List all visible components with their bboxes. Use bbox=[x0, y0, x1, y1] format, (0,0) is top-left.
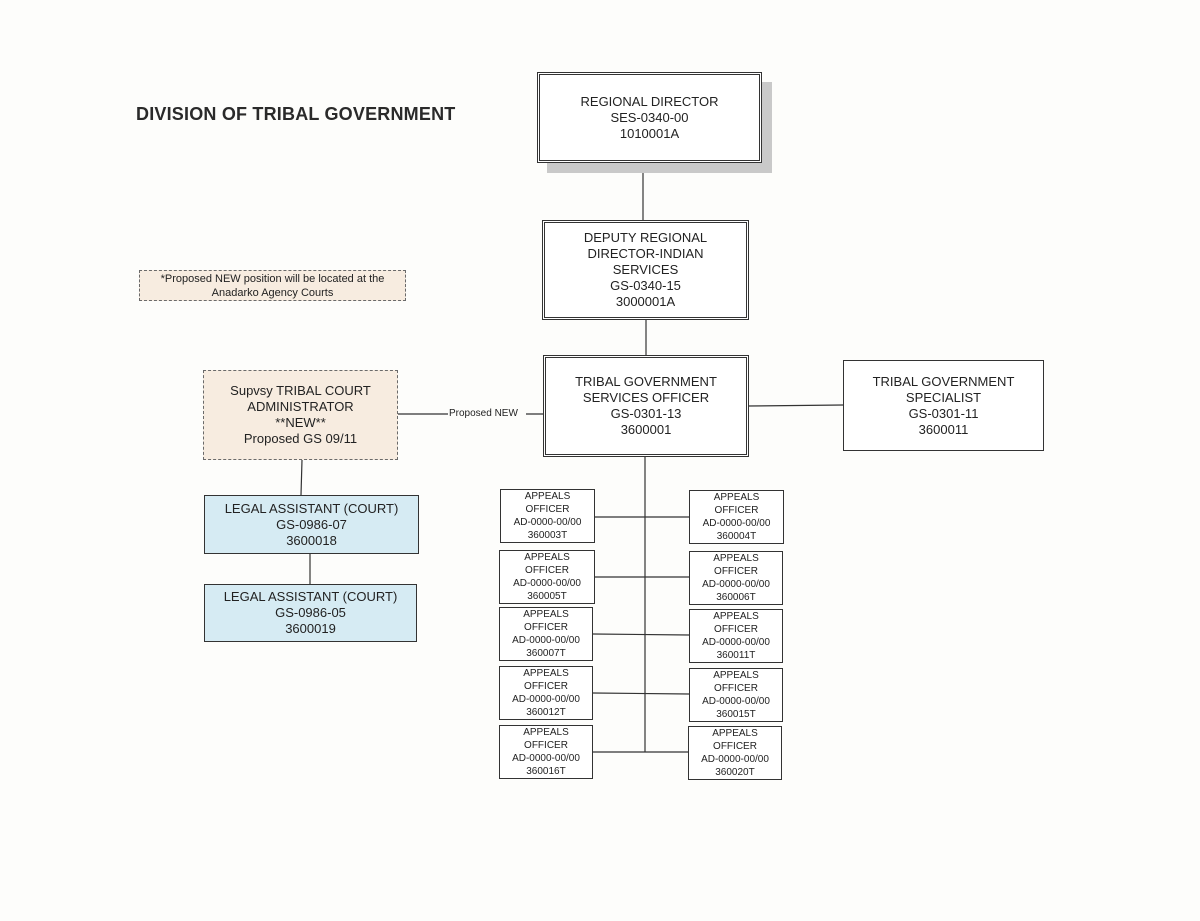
position-title: APPEALS bbox=[713, 611, 759, 622]
position-grade: AD-0000-00/00 bbox=[512, 635, 580, 646]
position-number: 3600011 bbox=[918, 421, 969, 437]
position-grade: Proposed GS 09/11 bbox=[243, 431, 358, 446]
position-title: OFFICER bbox=[714, 683, 758, 694]
position-grade: SES-0340-00 bbox=[610, 109, 689, 125]
position-grade: AD-0000-00/00 bbox=[702, 637, 770, 648]
tribal-government-specialist-box: TRIBAL GOVERNMENT SPECIALIST GS-0301-11 … bbox=[843, 360, 1044, 451]
tribal-court-administrator-box: Supvsy TRIBAL COURT ADMINISTRATOR **NEW*… bbox=[203, 370, 398, 460]
position-grade: GS-0301-13 bbox=[610, 406, 682, 421]
position-title: LEGAL ASSISTANT (COURT) bbox=[224, 500, 399, 516]
position-number: 3600019 bbox=[285, 621, 336, 636]
note-line: Anadarko Agency Courts bbox=[211, 287, 334, 299]
position-title: APPEALS bbox=[713, 492, 760, 503]
position-grade: AD-0000-00/00 bbox=[701, 754, 769, 765]
position-title: APPEALS bbox=[523, 609, 569, 620]
position-title: OFFICER bbox=[524, 740, 568, 751]
position-title: TRIBAL GOVERNMENT bbox=[872, 373, 1015, 389]
position-title: OFFICER bbox=[714, 566, 758, 577]
appeals-officer-box: APPEALS OFFICER AD-0000-00/00 360015T bbox=[689, 668, 783, 722]
position-title: OFFICER bbox=[714, 505, 759, 516]
position-title: DIRECTOR-INDIAN bbox=[587, 246, 704, 261]
position-number: 360012T bbox=[526, 707, 566, 718]
position-title: DEPUTY REGIONAL bbox=[583, 230, 708, 245]
position-title: APPEALS bbox=[713, 553, 759, 564]
position-grade: GS-0340-15 bbox=[610, 278, 681, 293]
appeals-officer-box: APPEALS OFFICER AD-0000-00/00 360005T bbox=[499, 550, 595, 604]
appeals-officer-box: APPEALS OFFICER AD-0000-00/00 360004T bbox=[689, 490, 784, 544]
position-grade: AD-0000-00/00 bbox=[702, 518, 771, 529]
position-grade: AD-0000-00/00 bbox=[513, 578, 581, 589]
position-number: 3600001 bbox=[620, 422, 672, 437]
position-title: OFFICER bbox=[525, 504, 570, 515]
position-number: 360015T bbox=[716, 709, 756, 720]
position-title: ADMINISTRATOR bbox=[247, 399, 354, 414]
regional-director-box: REGIONAL DIRECTOR SES-0340-00 1010001A bbox=[537, 72, 762, 163]
position-title: APPEALS bbox=[523, 668, 569, 679]
position-title: SERVICES bbox=[612, 262, 679, 277]
position-title: OFFICER bbox=[525, 565, 569, 576]
position-number: 360006T bbox=[716, 592, 756, 603]
position-title: OFFICER bbox=[524, 622, 568, 633]
position-grade: GS-0301-11 bbox=[908, 405, 979, 421]
position-grade: AD-0000-00/00 bbox=[513, 517, 582, 528]
appeals-officer-box: APPEALS OFFICER AD-0000-00/00 360011T bbox=[689, 609, 783, 663]
position-number: 360007T bbox=[526, 648, 566, 659]
appeals-officer-box: APPEALS OFFICER AD-0000-00/00 360012T bbox=[499, 666, 593, 720]
position-title: APPEALS bbox=[713, 670, 759, 681]
position-title: SERVICES OFFICER bbox=[582, 390, 710, 405]
appeals-officer-box: APPEALS OFFICER AD-0000-00/00 360003T bbox=[500, 489, 595, 543]
position-number: 3600018 bbox=[286, 532, 337, 548]
position-title: TRIBAL GOVERNMENT bbox=[575, 374, 717, 389]
position-number: 360003T bbox=[527, 530, 568, 541]
position-grade: AD-0000-00/00 bbox=[512, 694, 580, 705]
position-grade: GS-0986-07 bbox=[276, 516, 347, 532]
position-grade: AD-0000-00/00 bbox=[702, 579, 770, 590]
page-title: DIVISION OF TRIBAL GOVERNMENT bbox=[136, 104, 456, 124]
position-number: 360011T bbox=[716, 650, 756, 661]
proposed-position-note: *Proposed NEW position will be located a… bbox=[139, 270, 406, 301]
position-title: OFFICER bbox=[714, 624, 758, 635]
position-number: 360020T bbox=[715, 767, 755, 778]
position-title: LEGAL ASSISTANT (COURT) bbox=[223, 589, 398, 604]
position-number: 3000001A bbox=[615, 294, 676, 309]
position-title: APPEALS bbox=[524, 491, 571, 502]
position-title: APPEALS bbox=[523, 727, 569, 738]
position-title: APPEALS bbox=[524, 552, 570, 563]
position-title: REGIONAL DIRECTOR bbox=[580, 93, 719, 109]
tribal-government-officer-box: TRIBAL GOVERNMENT SERVICES OFFICER GS-03… bbox=[543, 355, 749, 457]
position-grade: AD-0000-00/00 bbox=[512, 753, 580, 764]
position-number: 360005T bbox=[527, 591, 567, 602]
position-number: 360004T bbox=[716, 531, 757, 542]
appeals-officer-box: APPEALS OFFICER AD-0000-00/00 360020T bbox=[688, 726, 782, 780]
new-marker: **NEW** bbox=[275, 415, 326, 430]
position-grade: GS-0986-05 bbox=[275, 605, 346, 620]
position-title: APPEALS bbox=[712, 728, 758, 739]
appeals-officer-box: APPEALS OFFICER AD-0000-00/00 360007T bbox=[499, 607, 593, 661]
position-title: OFFICER bbox=[713, 741, 757, 752]
position-title: SPECIALIST bbox=[905, 389, 982, 405]
legal-assistant-box: LEGAL ASSISTANT (COURT) GS-0986-07 36000… bbox=[204, 495, 419, 554]
position-title: Supvsy TRIBAL COURT bbox=[230, 383, 371, 398]
position-number: 1010001A bbox=[619, 125, 680, 141]
deputy-regional-director-box: DEPUTY REGIONAL DIRECTOR-INDIAN SERVICES… bbox=[542, 220, 749, 320]
appeals-officer-box: APPEALS OFFICER AD-0000-00/00 360016T bbox=[499, 725, 593, 779]
appeals-officer-box: APPEALS OFFICER AD-0000-00/00 360006T bbox=[689, 551, 783, 605]
position-grade: AD-0000-00/00 bbox=[702, 696, 770, 707]
proposed-new-label: Proposed NEW bbox=[448, 408, 519, 419]
legal-assistant-box: LEGAL ASSISTANT (COURT) GS-0986-05 36000… bbox=[204, 584, 417, 642]
note-line: *Proposed NEW position will be located a… bbox=[160, 273, 385, 285]
position-title: OFFICER bbox=[524, 681, 568, 692]
position-number: 360016T bbox=[526, 766, 566, 777]
